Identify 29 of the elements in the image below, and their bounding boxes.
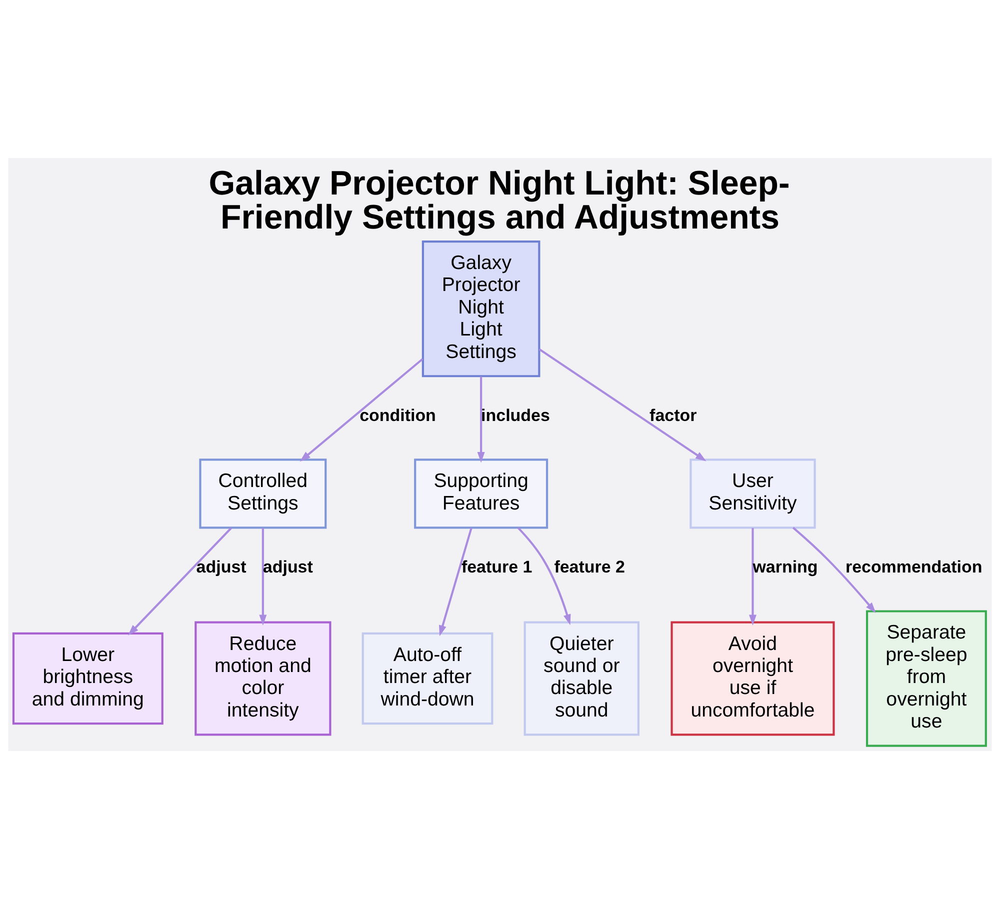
node-box: Supporting Features bbox=[414, 458, 548, 528]
edge-label: adjust bbox=[196, 557, 246, 576]
node-box: Reduce motion and color intensity bbox=[194, 620, 332, 736]
node-box: Separate pre-sleep from overnight use bbox=[866, 610, 987, 746]
edge-label: condition bbox=[360, 406, 436, 425]
arrow bbox=[517, 526, 571, 625]
node-box: Lower brightness and dimming bbox=[12, 632, 164, 724]
edge-label: feature 2 bbox=[554, 557, 625, 576]
arrow bbox=[300, 358, 424, 462]
node-box: Controlled Settings bbox=[199, 458, 327, 528]
arrow bbox=[128, 526, 232, 635]
node-box: Quieter sound or disable sound bbox=[524, 620, 640, 736]
edge-label: adjust bbox=[262, 557, 313, 576]
edge-label: factor bbox=[650, 406, 697, 425]
edge-label: feature 1 bbox=[461, 557, 532, 576]
edge-label: recommendation bbox=[845, 557, 982, 576]
node-box: Auto-off timer after wind-down bbox=[362, 632, 494, 724]
arrow bbox=[748, 527, 756, 625]
arrow bbox=[477, 376, 485, 462]
arrow bbox=[259, 527, 267, 625]
node-box: Galaxy Projector Night Light Settings bbox=[422, 240, 540, 377]
edge-label: warning bbox=[752, 557, 818, 576]
node-box: Avoid overnight use if uncomfortable bbox=[670, 620, 835, 736]
arrow bbox=[792, 526, 876, 613]
node-box: User Sensitivity bbox=[690, 458, 816, 528]
edge-label: includes bbox=[481, 406, 550, 425]
arrow bbox=[538, 348, 706, 461]
diagram-title: Galaxy Projector Night Light: Sleep-Friendly Settings and Adjustments bbox=[208, 164, 790, 236]
arrow bbox=[439, 527, 472, 636]
